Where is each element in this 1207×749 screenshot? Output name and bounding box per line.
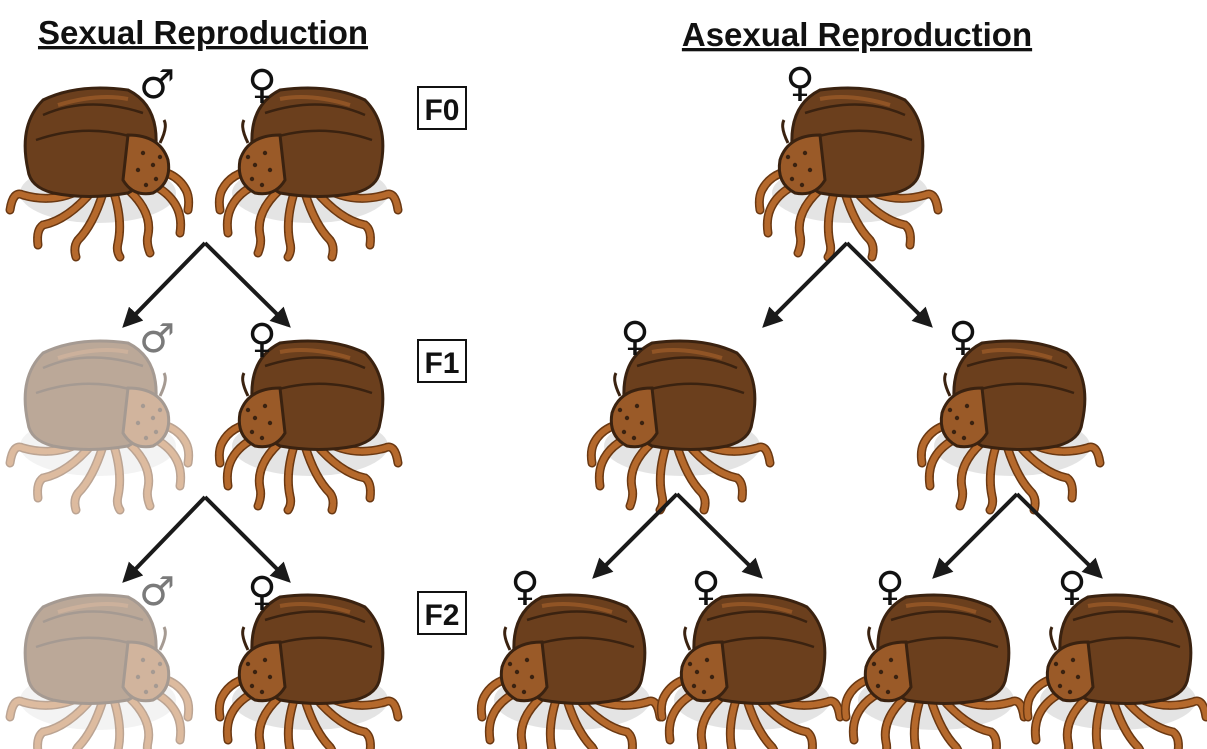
- male-symbol-icon: ♂: [139, 569, 175, 615]
- arrow-icon: [205, 497, 288, 580]
- male-symbol-icon: ♂: [139, 62, 175, 108]
- generation-label-f0: F0: [418, 87, 466, 129]
- female-symbol-icon: ♀: [691, 564, 720, 610]
- sexual-reproduction-title: Sexual Reproduction: [38, 14, 368, 51]
- arrow-icon: [935, 494, 1017, 576]
- arrow-icon: [595, 494, 677, 576]
- tick-icon: [1027, 595, 1206, 749]
- arrow-icon: [205, 243, 288, 325]
- female-symbol-icon: ♀: [1057, 564, 1086, 610]
- arrow-icon: [125, 497, 205, 580]
- arrow-icon: [765, 243, 847, 325]
- arrow-icon: [847, 243, 930, 325]
- female-symbol-icon: ♀: [875, 564, 904, 610]
- female-symbol-icon: ♀: [620, 314, 649, 360]
- female-symbol-icon: ♀: [247, 569, 276, 615]
- arrow-icon: [125, 243, 205, 325]
- generation-label-f1-text: F1: [424, 347, 459, 380]
- tick-icon: [481, 595, 660, 749]
- female-symbol-icon: ♀: [510, 564, 539, 610]
- tick-icon: [759, 88, 938, 257]
- female-symbol-icon: ♀: [247, 62, 276, 108]
- tick-icon: [10, 341, 189, 510]
- tick-icon: [591, 341, 770, 510]
- female-symbol-icon: ♀: [247, 316, 276, 362]
- female-symbol-icon: ♀: [785, 60, 814, 106]
- tick-icon: [845, 595, 1024, 749]
- tick-icon: [661, 595, 840, 749]
- generation-label-f2-text: F2: [424, 599, 459, 632]
- organisms-layer: [10, 88, 1206, 749]
- asexual-reproduction-title: Asexual Reproduction: [682, 16, 1032, 53]
- tick-icon: [921, 341, 1100, 510]
- generation-label-f0-text: F0: [424, 94, 459, 127]
- tick-icon: [219, 88, 398, 257]
- tick-icon: [219, 595, 398, 749]
- generation-label-f1: F1: [418, 340, 466, 382]
- tick-icon: [10, 88, 189, 257]
- tick-icon: [10, 595, 189, 749]
- male-symbol-icon: ♂: [139, 316, 175, 362]
- generation-label-f2: F2: [418, 592, 466, 634]
- tick-icon: [219, 341, 398, 510]
- female-symbol-icon: ♀: [948, 314, 977, 360]
